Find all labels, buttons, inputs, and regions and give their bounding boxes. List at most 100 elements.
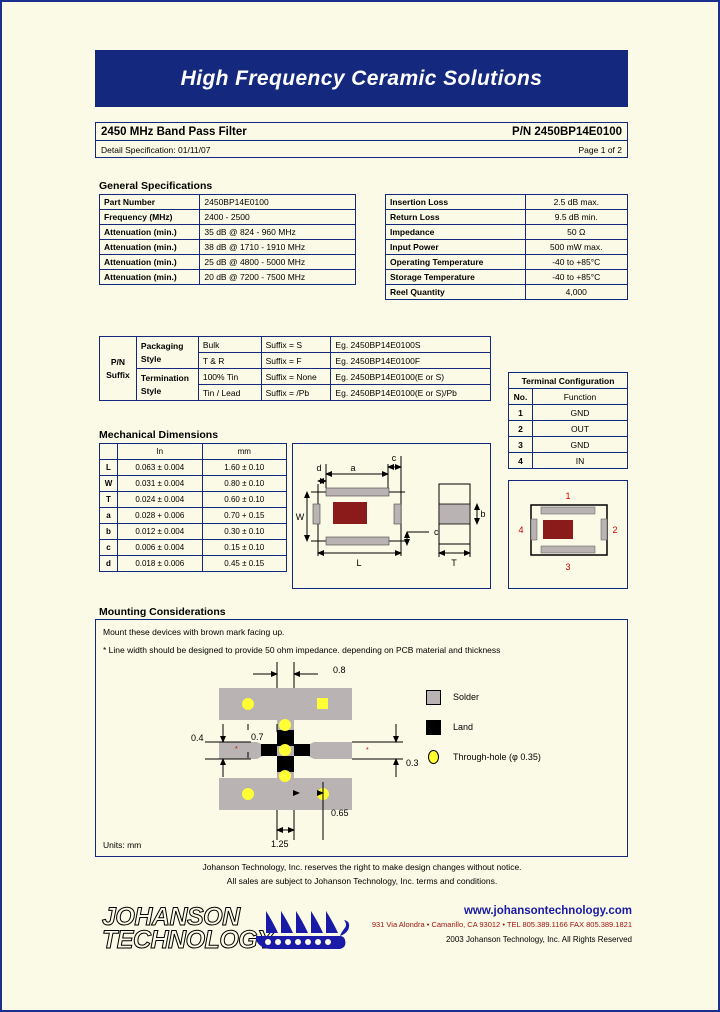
table-row: Frequency (MHz) 2400 - 2500 [98,209,356,225]
general-specs-left-table: Part Number 2450BP14E0100 Frequency (MHz… [98,194,356,285]
product-title: 2450 MHz Band Pass Filter [101,126,247,138]
group-label-line2: Style [140,353,162,364]
terminal-label-top: 1 [565,491,570,501]
pn-type: 100% Tin [197,368,262,385]
mech-symbol: a [99,507,118,524]
spec-value: 50 Ω [524,224,629,240]
group-label-line2: Style [140,385,162,396]
spec-key: Attenuation (min.) [98,224,201,240]
empty-corner [99,443,118,460]
header-banner: High Frequency Ceramic Solutions [95,50,628,107]
spec-key: Part Number [98,194,201,210]
website-link[interactable]: www.johansontechnology.com [463,905,632,917]
spec-value: 25 dB @ 4800 - 5000 MHz [199,254,356,270]
spec-value: 2.5 dB max. [524,194,629,210]
mount-dim-bottom-right: 0.65 [331,808,349,818]
terminal-function: GND [532,436,628,453]
table-row: 2 OUT [508,420,628,437]
table-row: 1 GND [508,404,628,421]
mech-label-c-right: c [434,527,439,537]
pn-example: Eg. 2450BP14E0100F [330,352,491,369]
solder-swatch-icon [426,689,441,705]
table-row: Operating Temperature -40 to +85°C [385,254,629,270]
copyright-notice: 2003 Johanson Technology, Inc. All Right… [445,935,632,944]
mech-value-mm: 1.60 ± 0.10 [201,459,288,476]
pn-suffix-code: Suffix = S [260,336,332,353]
table-row: Attenuation (min.) 25 dB @ 4800 - 5000 M… [98,254,356,270]
terminal-function: GND [532,404,628,421]
mechanical-dimensions-heading: Mechanical Dimensions [99,429,219,441]
table-row: d 0.018 ± 0.006 0.45 ± 0.15 [99,555,288,572]
legend-item-solder: Solder [426,682,541,712]
table-row: b 0.012 ± 0.004 0.30 ± 0.10 [99,523,288,540]
spec-key: Attenuation (min.) [98,269,201,285]
pn-example: Eg. 2450BP14E0100(E or S)/Pb [330,384,491,401]
pn-suffix-code: Suffix = None [260,368,332,385]
table-row: Part Number 2450BP14E0100 [98,194,356,210]
page-number: Page 1 of 2 [578,145,622,155]
table-row: W 0.031 ± 0.004 0.80 ± 0.10 [99,475,288,492]
pn-example: Eg. 2450BP14E0100(E or S) [330,368,491,385]
mech-symbol: d [99,555,118,572]
title-bar-secondary-row: Detail Specification: 01/11/07 Page 1 of… [96,142,627,158]
pn-suffix-code: Suffix = /Pb [260,384,332,401]
spec-value: 38 dB @ 1710 - 1910 MHz [199,239,356,255]
mounting-considerations-heading: Mounting Considerations [99,606,226,618]
table-row: Reel Quantity 4,000 [385,284,629,300]
company-contact-info: www.johansontechnology.com 931 Via Alond… [362,905,632,944]
table-row: T 0.024 ± 0.004 0.60 ± 0.10 [99,491,288,508]
through-hole-icon [428,750,439,764]
terminal-label-left: 4 [518,525,523,535]
table-row: Attenuation (min.) 38 dB @ 1710 - 1910 M… [98,239,356,255]
table-row: Terminal Configuration [508,372,628,389]
mech-label-c-top: c [392,453,397,463]
mechanical-drawing-svg: a d c W L c T b [296,453,486,568]
title-bar-primary-row: 2450 MHz Band Pass Filter P/N 2450BP14E0… [96,124,627,141]
general-specs-right-table: Insertion Loss 2.5 dB max. Return Loss 9… [385,194,629,300]
terminal-function: OUT [532,420,628,437]
table-row: Input Power 500 mW max. [385,239,629,255]
terminal-config-title: Terminal Configuration [508,372,628,389]
pn-group-packaging: Packaging Style [135,336,199,369]
spec-value: 500 mW max. [524,239,629,255]
terminal-label-bottom: 3 [565,562,570,572]
table-row: Attenuation (min.) 20 dB @ 7200 - 7500 M… [98,269,356,285]
spec-key: Attenuation (min.) [98,239,201,255]
mech-symbol: W [99,475,118,492]
mounting-note-2: * Line width should be designed to provi… [103,645,501,655]
mech-symbol: b [99,523,118,540]
mech-value-mm: 0.80 ± 0.10 [201,475,288,492]
part-number: P/N 2450BP14E0100 [512,126,622,138]
spec-value: -40 to +85°C [524,254,629,270]
mount-dim-top: 0.8 [333,665,346,675]
disclaimer-line-2: All sales are subject to Johanson Techno… [226,876,498,886]
mech-value-in: 0.012 ± 0.004 [116,523,203,540]
mech-value-mm: 0.70 + 0.15 [201,507,288,524]
table-row: Attenuation (min.) 35 dB @ 824 - 960 MHz [98,224,356,240]
table-row: 3 GND [508,436,628,453]
mech-label-L: L [356,558,361,568]
logo-text-johanson: JOHANSON [102,903,241,931]
terminal-function: IN [532,452,628,469]
table-row: Tin / Lead Suffix = /Pb Eg. 2450BP14E010… [100,384,491,401]
mech-symbol: T [99,491,118,508]
spec-key: Input Power [385,239,526,255]
table-row: Storage Temperature -40 to +85°C [385,269,629,285]
mech-label-d: d [316,463,321,473]
spec-date: Detail Specification: 01/11/07 [101,145,211,155]
general-specifications-heading: General Specifications [99,180,213,192]
legend-label-through-hole: Through-hole (φ 0.35) [453,752,541,762]
mechanical-drawing: a d c W L c T b [292,443,491,589]
terminal-configuration-table: Terminal Configuration No. Function 1 GN… [508,372,628,469]
table-row: Impedance 50 Ω [385,224,629,240]
spec-key: Reel Quantity [385,284,526,300]
mounting-legend: Solder Land Through-hole (φ 0.35) [426,682,541,772]
spec-key: Frequency (MHz) [98,209,201,225]
table-row: c 0.006 ± 0.004 0.15 ± 0.10 [99,539,288,556]
legend-label-land: Land [453,722,474,732]
mech-value-mm: 0.45 ± 0.15 [201,555,288,572]
viking-ship-logo-icon [256,911,350,949]
pn-suffix-row-label: P/N Suffix [99,336,137,401]
mount-marker-right: * [366,747,369,754]
mech-header-in: In [116,443,203,460]
